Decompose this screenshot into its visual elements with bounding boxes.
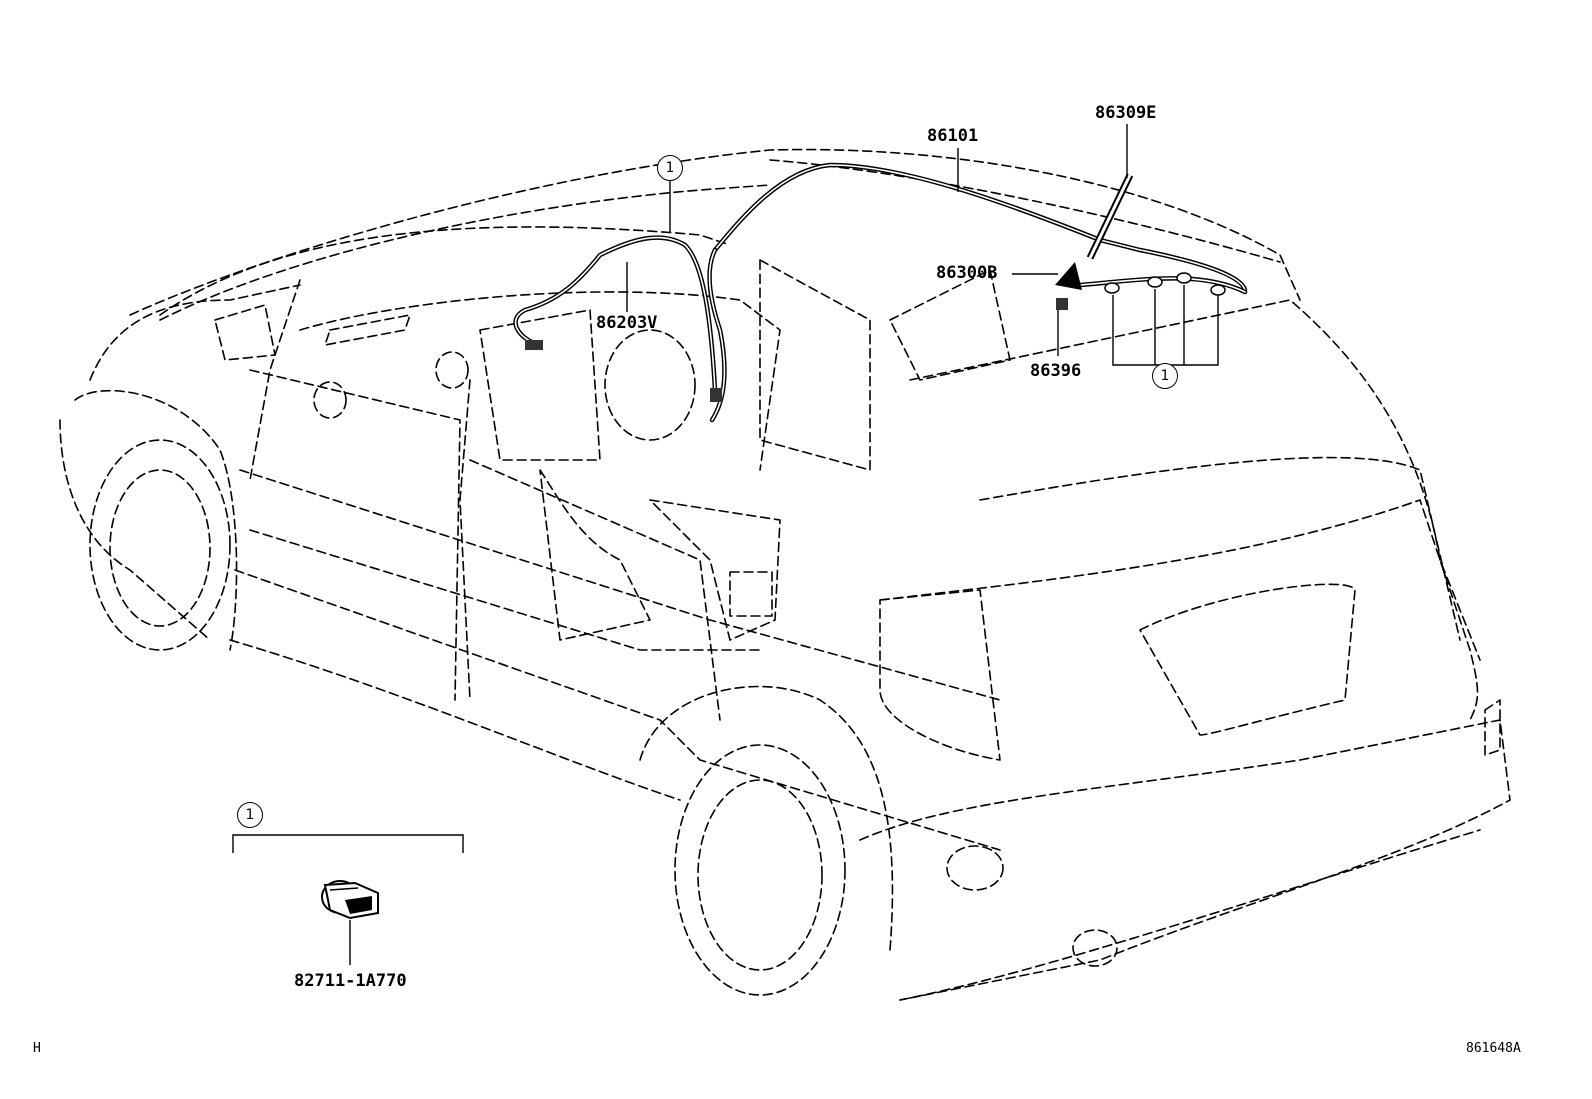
front-wheel-outer: [89, 439, 231, 651]
front-seat: [539, 469, 651, 641]
center-console: [649, 499, 781, 641]
bracket-clamps: [1112, 285, 1219, 372]
quarter-window: [889, 269, 1011, 381]
dashboard: [299, 291, 781, 471]
connector-lower: [710, 388, 722, 402]
rocker-panel-lower: [229, 639, 681, 801]
door-front: [249, 369, 461, 701]
side-mirror: [214, 304, 276, 361]
clamp-2: [1147, 276, 1163, 288]
vent-left: [313, 381, 347, 419]
tail-lamp: [879, 589, 1001, 761]
windshield: [159, 226, 731, 316]
b-pillar: [459, 379, 471, 701]
footer-diagram-code: 861648A: [1466, 1041, 1521, 1056]
rear-wheel-outer: [674, 744, 846, 996]
vent-center: [435, 351, 469, 389]
legend-bracket: [232, 834, 464, 853]
rear-glass: [979, 456, 1461, 641]
rocker-panel: [234, 569, 1001, 851]
console-box: [729, 571, 773, 617]
rear-bumper: [859, 719, 1511, 1001]
connector-radio: [525, 340, 543, 350]
exhaust-tip: [1072, 929, 1118, 967]
antenna-nut: [1056, 298, 1068, 310]
bumper-lower: [899, 829, 1481, 1001]
label-82711-1A770: 82711-1A770: [294, 971, 407, 991]
label-86300B: 86300B: [936, 263, 998, 283]
floor-line: [249, 529, 761, 651]
label-86396: 86396: [1030, 361, 1082, 381]
visor: [324, 314, 411, 346]
front-bumper: [59, 419, 211, 641]
label-86309E: 86309E: [1095, 103, 1157, 123]
instrument-panel: [479, 309, 601, 461]
roof-outline: [129, 148, 1301, 316]
rear-side-window: [759, 259, 871, 471]
callout-circle-top: 1: [657, 155, 683, 181]
clamp-3: [1176, 272, 1192, 284]
callout-circle-clamps: 1: [1152, 363, 1178, 389]
footer-left-code: H: [33, 1041, 41, 1056]
side-beltline: [239, 469, 1001, 701]
antenna-base: [1055, 262, 1082, 290]
front-wheel-inner: [109, 469, 211, 627]
hood: [89, 284, 301, 381]
license-recess: [1139, 583, 1356, 736]
front-fender: [74, 389, 238, 651]
rear-hatch: [909, 299, 1481, 661]
callout-circle-legend: 1: [237, 802, 263, 828]
hatch-panel: [879, 499, 1479, 721]
label-86101: 86101: [927, 126, 979, 146]
steering-wheel: [604, 329, 696, 441]
rear-wheel-arch: [639, 685, 894, 951]
rear-wheel-inner: [697, 779, 823, 971]
clamp-4: [1210, 284, 1226, 296]
clip-part-drawing: [321, 880, 379, 920]
fog-lamp-left: [946, 845, 1004, 891]
clamp-1: [1104, 282, 1120, 294]
a-pillar: [249, 279, 301, 481]
door-rear: [469, 459, 721, 721]
bumper-reflector: [1484, 699, 1501, 756]
label-86203V: 86203V: [596, 313, 658, 333]
